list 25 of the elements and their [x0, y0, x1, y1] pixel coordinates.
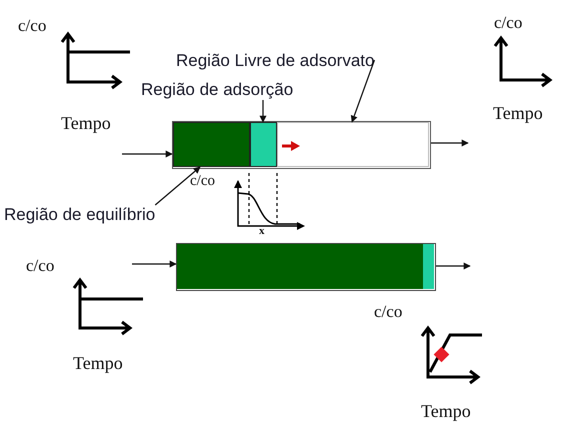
leader-line	[154, 166, 201, 206]
axis-label: c/co	[26, 257, 54, 274]
axis-label: c/co	[18, 17, 46, 34]
region-label: Região de adsorção	[141, 80, 294, 99]
axis-label: c/co	[190, 174, 215, 189]
axis-label: Tempo	[61, 114, 111, 132]
axis-label: Tempo	[493, 104, 543, 122]
leader-line	[260, 100, 266, 123]
region-label: Região de equilíbrio	[4, 205, 156, 224]
axis-label: Tempo	[73, 354, 123, 372]
column-section	[423, 244, 434, 289]
axis-label: Tempo	[421, 402, 471, 420]
flow-arrow	[132, 260, 177, 268]
column-section	[277, 122, 429, 167]
axis-label: x	[259, 226, 264, 237]
axis-label: c/co	[374, 303, 402, 320]
flow-arrow	[122, 150, 173, 158]
column-section	[250, 122, 277, 167]
leader-line	[350, 60, 376, 123]
region-label: Região Livre de adsorvato	[176, 51, 374, 70]
flow-arrow	[436, 262, 471, 270]
packed-column	[172, 121, 431, 169]
flow-arrow	[431, 140, 469, 146]
axis-label: c/co	[494, 14, 522, 31]
column-section	[173, 122, 250, 167]
